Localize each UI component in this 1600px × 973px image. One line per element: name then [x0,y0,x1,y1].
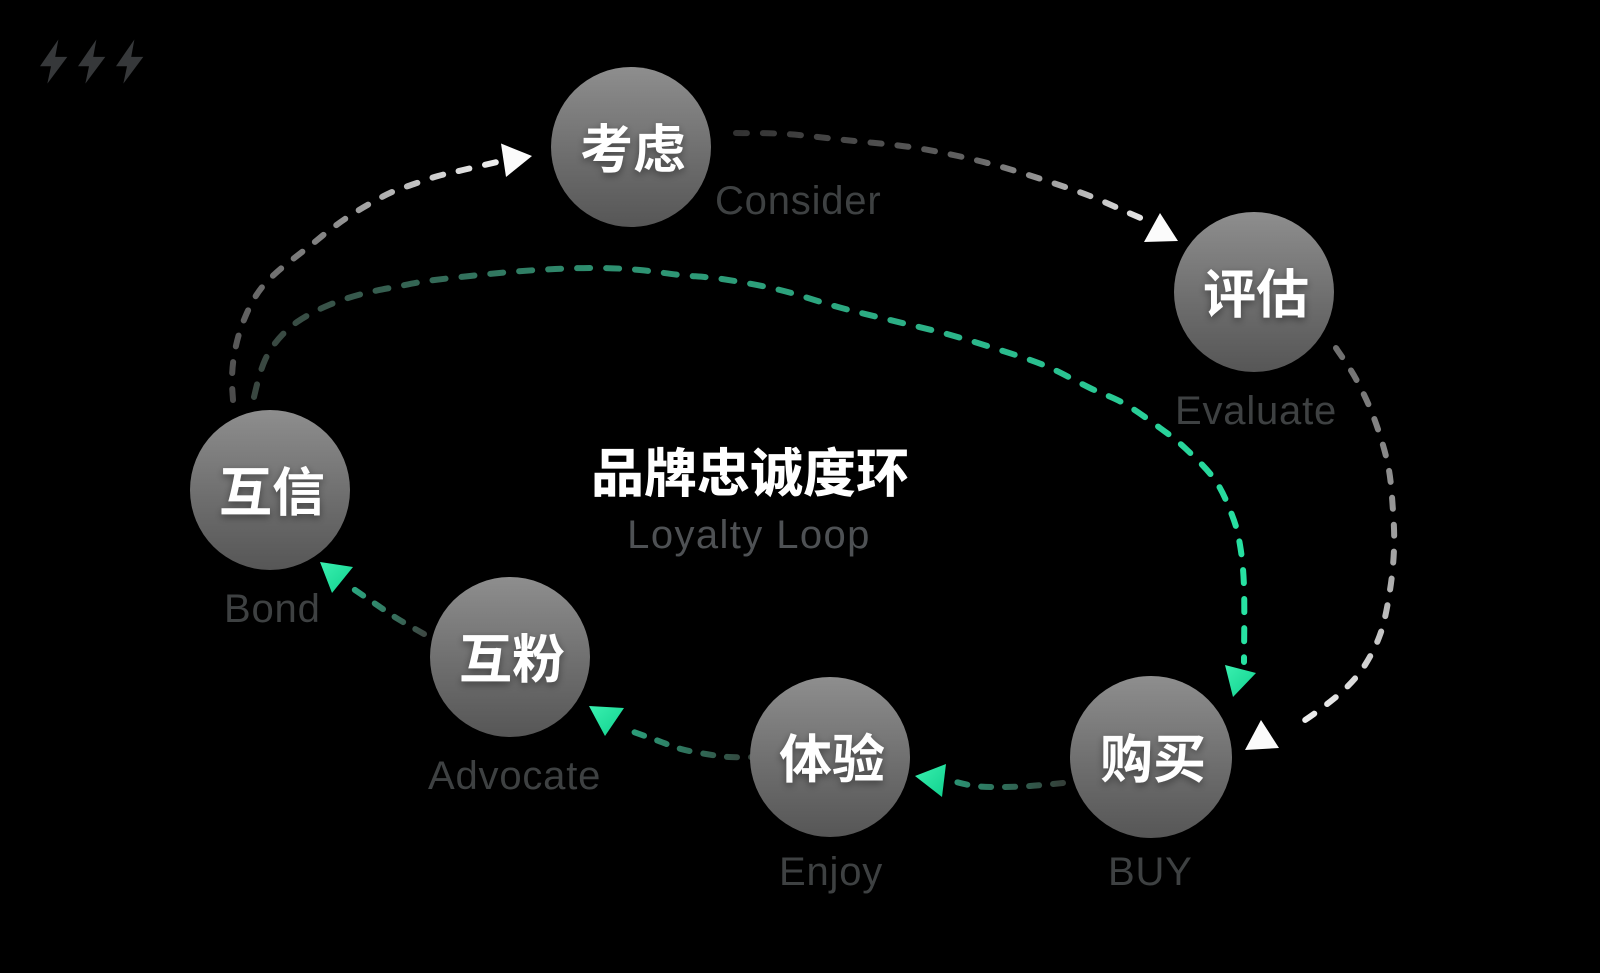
svg-text:Bond: Bond [224,587,321,631]
svg-text:BUY: BUY [1108,850,1193,894]
svg-text:Consider: Consider [715,179,881,223]
svg-text:Loyalty Loop: Loyalty Loop [627,513,871,557]
svg-text:Enjoy: Enjoy [779,850,883,894]
svg-text:Evaluate: Evaluate [1175,389,1337,433]
svg-text:Advocate: Advocate [428,754,601,798]
